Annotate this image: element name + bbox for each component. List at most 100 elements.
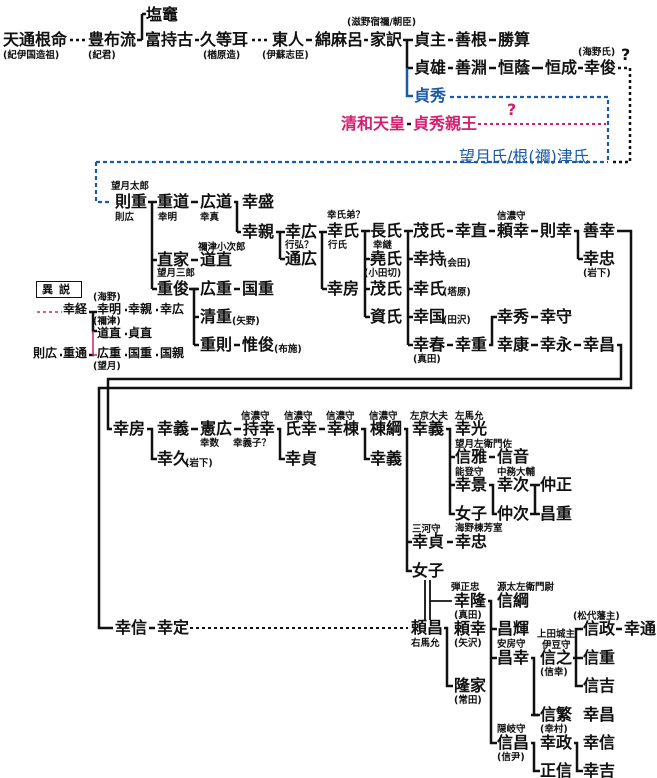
person-name: 幸盛	[242, 192, 275, 211]
person-name: 則幸	[540, 221, 573, 240]
person-name: 仲次	[497, 504, 530, 523]
bracket-connector	[444, 626, 453, 688]
alt-person-name: 広重	[97, 346, 122, 360]
annotation: (塔原)	[443, 287, 471, 298]
annotation: 幸真	[200, 212, 220, 223]
annotation: (岩下)	[185, 458, 213, 469]
person-name: 直家	[157, 250, 190, 269]
person-name: 幸久	[157, 449, 190, 468]
alt-annotation: (禰津)	[93, 316, 121, 327]
person-name: 塩竈	[146, 5, 179, 24]
person-name: 信昌	[497, 733, 530, 752]
annotation: 信濃守	[241, 411, 270, 422]
person-name: 長氏	[370, 221, 403, 240]
person-name: 女子	[455, 504, 488, 523]
person-name: 幸棟	[327, 419, 360, 438]
bracket-connector	[574, 229, 583, 261]
person-name: 東人	[272, 30, 305, 49]
person-name: 幸秀	[497, 307, 530, 326]
person-name: 幸吉	[583, 761, 616, 778]
bracket-connector	[106, 343, 623, 431]
person-name: 信雅	[455, 447, 488, 466]
annotation: (海野氏)	[578, 47, 616, 58]
annotation: 海野棟芳室	[455, 523, 503, 534]
bracket-connector	[489, 315, 497, 347]
bracket-connector	[147, 427, 157, 461]
person-name: 綿麻呂	[315, 30, 364, 49]
annotation: 信濃守	[369, 411, 398, 422]
bracket-connector	[137, 12, 146, 42]
person-name: 幸義	[370, 449, 403, 468]
person-name: 幸信	[115, 618, 148, 637]
annotation: (常田)	[454, 695, 482, 706]
annotation: (信尹)	[497, 752, 525, 763]
annotation: ?	[507, 100, 517, 119]
annotation: 三河守	[412, 524, 441, 535]
person-name: 幸広	[285, 222, 318, 241]
person-name: 隆家	[454, 676, 487, 695]
bracket-connector	[446, 427, 455, 516]
bracket-connector	[404, 229, 413, 347]
person-name: 幸康	[497, 335, 530, 354]
person-name: 昌輝	[497, 619, 530, 638]
person-name: 重道	[157, 192, 190, 211]
alt-person-name: 幸明	[97, 302, 122, 316]
bracket-connector	[404, 427, 412, 573]
bracket-connector	[148, 200, 157, 291]
person-name: 幸昌	[583, 335, 616, 354]
annotation: 左馬允	[455, 411, 484, 422]
annotation: 信濃守	[284, 411, 313, 422]
alt-person-name: 幸親	[128, 302, 153, 316]
annotation: (布施)	[274, 344, 302, 355]
annotation: (紀伊国造祖)	[3, 50, 60, 61]
person-name: 幸永	[540, 335, 573, 354]
alt-person-name: 幸経	[63, 302, 88, 316]
annotation: 隠岐守	[497, 724, 526, 735]
annotation: (幸村)	[540, 724, 568, 735]
annotation: (紀君)	[88, 50, 116, 61]
bracket-connector	[276, 230, 285, 261]
person-name: 広重	[200, 279, 233, 298]
person-name: 頼昌	[411, 618, 444, 637]
annotation: (伊蘇志臣)	[262, 50, 309, 61]
annotation: 行弘？	[285, 240, 314, 251]
bracket-connector	[403, 38, 413, 70]
bracket-connector	[488, 599, 497, 745]
annotation: (楢原造)	[203, 50, 241, 61]
person-name: 幸重	[455, 335, 488, 354]
annotation: 望月氏/根(禰)津氏	[459, 147, 589, 166]
annotation: (滋野宿禰/朝臣)	[347, 17, 417, 28]
person-name: 貞秀親王	[413, 114, 478, 133]
person-name: 貞秀	[414, 86, 447, 105]
person-name: 道直	[200, 250, 233, 269]
person-name: 豊布流	[88, 30, 137, 49]
annotation: 中務大輔	[497, 467, 536, 478]
person-name: 幸次	[497, 475, 530, 494]
person-name: 茂氏	[370, 279, 403, 298]
bracket-connector	[361, 427, 370, 461]
alt-annotation: (望月)	[93, 361, 121, 372]
annotation: (真田)	[454, 610, 482, 621]
person-name: 持幸	[243, 419, 276, 438]
person-name: 堯氏	[370, 249, 403, 268]
annotation: (真田)	[413, 354, 441, 365]
person-name: 信吉	[583, 676, 616, 695]
annotation: 右馬允	[411, 638, 440, 649]
person-name: 幸貞	[285, 449, 318, 468]
person-name: 頼幸	[454, 619, 487, 638]
annotation: 幸義子？	[233, 438, 272, 449]
annotation: 信濃守	[497, 211, 526, 222]
bracket-connector	[530, 483, 540, 516]
annotation: ?	[621, 45, 631, 64]
annotation: 望月太郎	[111, 181, 150, 192]
person-name: 幸親	[242, 222, 275, 241]
person-name: 仲正	[540, 475, 573, 494]
bracket-connector	[531, 656, 540, 717]
bracket-connector	[361, 229, 370, 319]
alt-person-name: 重通	[63, 346, 88, 360]
annotation: 上田城主	[537, 629, 576, 640]
annotation: (会田)	[443, 258, 471, 269]
annotation: 幸氏弟？	[327, 210, 366, 221]
alt-theory-label: 異説	[36, 281, 82, 298]
person-name: 正信	[540, 761, 573, 778]
